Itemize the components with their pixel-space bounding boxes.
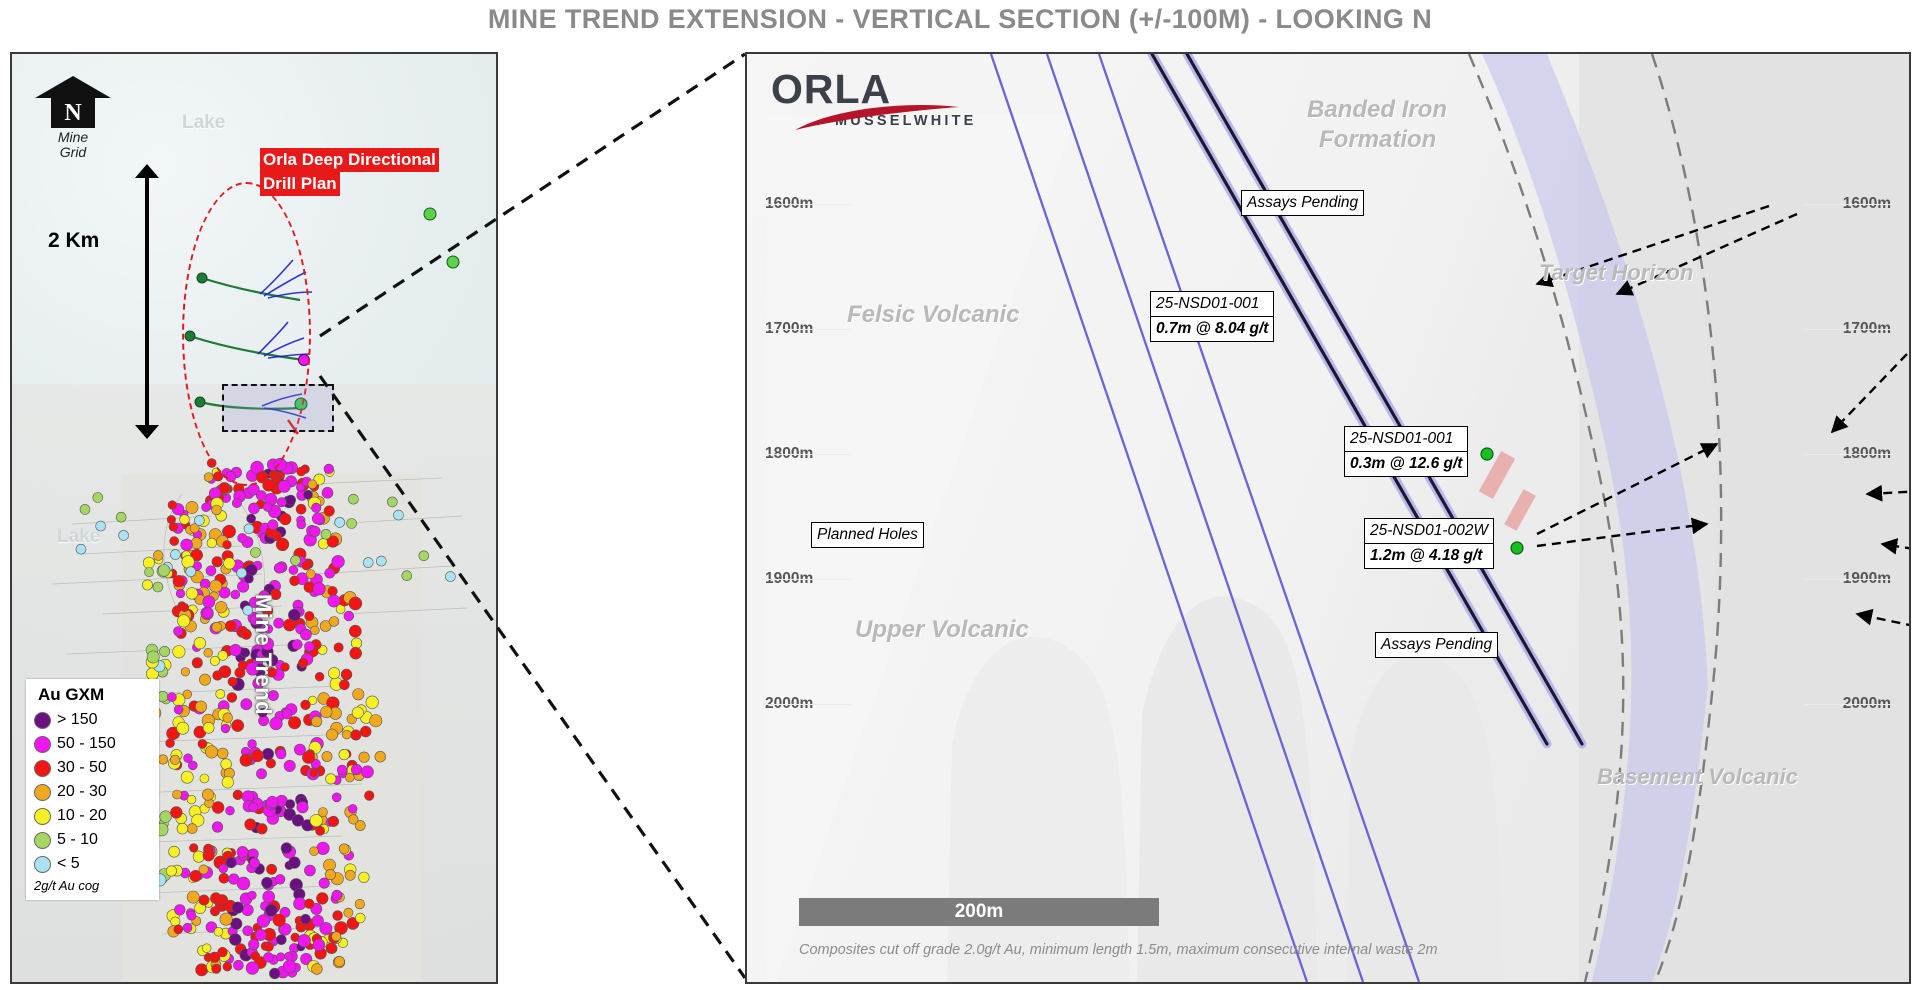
legend-item: > 150	[34, 708, 152, 732]
legend-color-swatch	[34, 735, 51, 753]
legend-item-label: 5 - 10	[57, 831, 98, 848]
geology-unit-label: Formation	[1319, 126, 1437, 153]
legend-item-label: 10 - 20	[57, 807, 107, 824]
callout-line2: 0.7m @ 8.04 g/t	[1150, 317, 1275, 343]
depth-label: 1900m	[1842, 570, 1891, 587]
callout-line1: 25-NSD01-002W	[1364, 518, 1495, 545]
callout-hole-nsd01-001-a: 25-NSD01-001 0.7m @ 8.04 g/t	[1145, 289, 1279, 344]
page-title: MINE TREND EXTENSION - VERTICAL SECTION …	[487, 4, 1433, 34]
plan-map-panel: N Mine Grid Lake Lake Orla Deep Directio…	[10, 52, 498, 984]
depth-gridline	[763, 454, 851, 455]
depth-gridline	[1805, 204, 1893, 205]
geology-unit-label: Target Horizon	[1539, 260, 1694, 285]
geology-unit-label: Upper Volcanic	[855, 616, 1029, 643]
legend-cutoff-note: 2g/t Au cog	[34, 878, 100, 893]
compass-grid-label: Mine Grid	[35, 129, 111, 161]
depth-label: 1700m	[1842, 320, 1891, 337]
callout-line1: 25-NSD01-001	[1150, 291, 1275, 318]
scale-arrow-head-down	[135, 425, 159, 439]
scale-bar: 200m	[799, 898, 1159, 926]
legend-item: 5 - 10	[34, 828, 152, 852]
legend-item-label: > 150	[57, 711, 98, 728]
scale-arrow-label: 2 Km	[48, 229, 100, 252]
depth-label: 1800m	[765, 445, 814, 462]
depth-label: 1600m	[765, 195, 814, 212]
lake-label-top: Lake	[182, 112, 226, 133]
logo-wordmark: ORLA	[771, 66, 892, 112]
callout-text: Planned Holes	[817, 526, 918, 543]
legend-item-label: < 5	[57, 855, 80, 872]
callout-assays-pending-bottom: Assays Pending	[1375, 632, 1499, 659]
legend-item: < 5	[34, 852, 152, 876]
depth-gridline	[763, 579, 851, 580]
depth-gridline	[763, 329, 851, 330]
depth-label: 1600m	[1842, 195, 1891, 212]
depth-label: 1800m	[1842, 445, 1891, 462]
legend-color-swatch	[34, 783, 51, 801]
compass-rose: N Mine Grid	[35, 76, 111, 161]
logo-swoosh-icon	[795, 105, 959, 130]
scale-arrow	[132, 164, 162, 439]
callout-planned-holes: Planned Holes	[811, 522, 924, 549]
depth-label: 1700m	[765, 320, 814, 337]
mine-trend-label: Mine Trend	[251, 594, 276, 716]
scale-arrow-shaft	[145, 174, 149, 429]
vertical-section-panel: ORLA MUSSELWHITE 1600m 1700m 1800m 1900m 200…	[745, 52, 1911, 984]
depth-gridline	[1805, 704, 1893, 705]
au-gxm-legend: Au GXM > 150 50 - 150 30 - 50 20 - 30 10 - 2…	[26, 679, 159, 900]
drill-plan-banner-line1: Orla Deep Directional	[260, 148, 439, 172]
target-area-ellipse	[182, 182, 311, 486]
compass-grid-line1: Mine	[57, 129, 89, 145]
scale-arrow-head-up	[135, 164, 159, 178]
drill-plan-banner-line2: Drill Plan	[260, 171, 340, 196]
legend-item-label: 20 - 30	[57, 783, 107, 800]
depth-label: 2000m	[765, 695, 814, 712]
callout-line1: 25-NSD01-001	[1344, 426, 1469, 453]
inset-zoom-box	[222, 384, 334, 432]
geology-unit-label: Felsic Volcanic	[847, 301, 1020, 328]
callout-line2: 0.3m @ 12.6 g/t	[1344, 452, 1469, 478]
legend-item: 20 - 30	[34, 780, 152, 804]
depth-gridline	[1805, 329, 1893, 330]
depth-gridline	[1805, 454, 1893, 455]
legend-color-swatch	[34, 807, 51, 825]
depth-gridline	[1805, 579, 1893, 580]
compass-north-arrow	[35, 76, 111, 98]
legend-item: 10 - 20	[34, 804, 152, 828]
callout-line2: 1.2m @ 4.18 g/t	[1364, 544, 1495, 570]
composite-footnote: Composites cut off grade 2.0g/t Au, mini…	[799, 942, 1438, 958]
legend-item-label: 30 - 50	[57, 759, 107, 776]
depth-gridline	[763, 704, 851, 705]
drill-plan-banner: Orla Deep Directional Drill Plan	[260, 148, 458, 196]
legend-title: Au GXM	[38, 685, 105, 704]
geology-unit-label: Banded Iron	[1307, 96, 1448, 123]
legend-color-swatch	[34, 759, 51, 777]
logo-subtitle: MUSSELWHITE	[835, 112, 977, 129]
legend-color-swatch	[34, 711, 51, 729]
depth-label: 2000m	[1842, 695, 1891, 712]
legend-item: 50 - 150	[34, 732, 152, 756]
compass-grid-line2: Grid	[59, 144, 87, 161]
legend-color-swatch	[34, 855, 51, 873]
callout-text: Assays Pending	[1247, 194, 1359, 211]
depth-label: 1900m	[765, 570, 814, 587]
lake-label-left: Lake	[57, 526, 101, 547]
callout-hole-nsd01-001-b: 25-NSD01-001 0.3m @ 12.6 g/t	[1339, 424, 1473, 479]
callout-assays-pending-top: Assays Pending	[1241, 190, 1365, 217]
callout-text: Assays Pending	[1381, 636, 1493, 653]
callout-hole-nsd01-002w: 25-NSD01-002W 1.2m @ 4.18 g/t	[1359, 516, 1499, 571]
legend-color-swatch	[34, 831, 51, 849]
geology-unit-label: Basement Volcanic	[1597, 764, 1798, 789]
orla-musselwhite-logo: ORLA MUSSELWHITE	[771, 66, 986, 130]
depth-gridline	[763, 204, 851, 205]
legend-item-label: 50 - 150	[57, 735, 116, 752]
legend-rows: > 150 50 - 150 30 - 50 20 - 30 10 - 20 5 - 10…	[34, 708, 152, 876]
compass-north-letter: N	[51, 98, 95, 128]
legend-item: 30 - 50	[34, 756, 152, 780]
